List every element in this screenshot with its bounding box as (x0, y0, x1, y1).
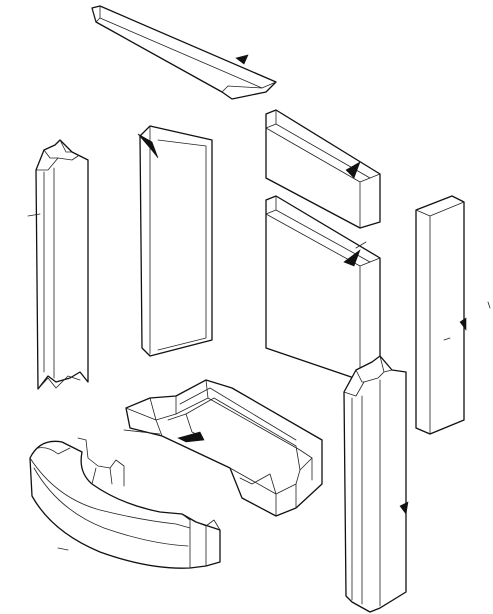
lower-block (265, 195, 381, 381)
right-panel (415, 195, 491, 435)
upper-block (265, 109, 381, 229)
arrow-marker (399, 501, 409, 515)
left-jamb (27, 139, 89, 390)
arrow-marker (177, 431, 205, 443)
right-jamb (343, 355, 409, 613)
top-slab (91, 5, 277, 100)
arrow-marker (137, 133, 159, 159)
center-panel (137, 125, 213, 357)
arrow-marker (235, 54, 249, 65)
arrow-marker (343, 249, 361, 267)
arrow-marker (459, 317, 467, 331)
base-frame (123, 379, 323, 517)
arrow-marker (345, 161, 361, 179)
curved-base (29, 437, 221, 569)
